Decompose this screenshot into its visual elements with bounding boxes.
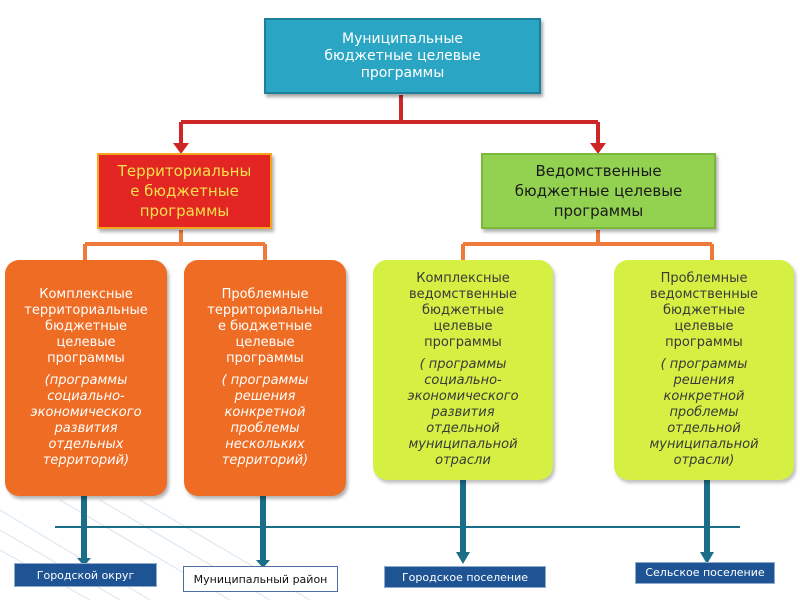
- box3-desc-line: отрасли: [435, 453, 491, 468]
- municipal-line-2: бюджетные целевые: [324, 47, 481, 64]
- box4-description: ( программы решения конкретной проблемы …: [649, 357, 758, 469]
- complex-departmental-box: Комплексные ведомственные бюджетные целе…: [373, 260, 553, 480]
- arrowhead-left: [173, 143, 189, 154]
- level-label-rural-settlement: Сельское поселение: [635, 562, 775, 584]
- box1-desc-line: развития: [54, 421, 118, 436]
- box2-desc-line: нескольких: [225, 437, 305, 452]
- box1-title-line: территориальные: [24, 303, 148, 318]
- box1-title-line: Комплексные: [39, 287, 133, 302]
- box3-desc-line: отдельной: [426, 421, 500, 436]
- municipal-line-3: программы: [360, 64, 445, 81]
- territorial-line-3: программы: [139, 202, 230, 220]
- box3-desc-line: экономического: [407, 389, 519, 404]
- box3-desc-line: социально-: [424, 373, 502, 388]
- box2-desc-line: решения: [234, 389, 296, 404]
- box1-desc-line: (программы: [44, 373, 128, 388]
- box3-title-line: бюджетные: [422, 303, 504, 318]
- box3-desc-line: развития: [431, 405, 495, 420]
- box1-desc-line: отдельных: [48, 437, 124, 452]
- departmental-programs-box: Ведомственные бюджетные целевые программ…: [481, 153, 716, 229]
- territorial-bracket: [83, 230, 267, 260]
- box1-desc-line: социально-: [47, 389, 125, 404]
- box4-desc-line: решения: [673, 373, 735, 388]
- box4-desc-line: муниципальной: [649, 437, 759, 452]
- box3-title-line: Комплексные: [416, 271, 510, 286]
- box2-title-line: программы: [226, 351, 304, 366]
- box1-title-line: программы: [47, 351, 125, 366]
- municipal-programs-box: Муниципальные бюджетные целевые программ…: [264, 18, 541, 94]
- box3-title-line: ведомственные: [408, 287, 518, 302]
- box2-title-line: территориальны: [207, 303, 323, 318]
- box4-title-line: целевые: [674, 319, 734, 334]
- box3-desc-line: ( программы: [419, 357, 507, 372]
- box2-title-line: целевые: [235, 335, 295, 350]
- arrowhead-level-3: [456, 552, 470, 564]
- problem-departmental-box: Проблемные ведомственные бюджетные целев…: [614, 260, 794, 480]
- level-label-municipal-area: Муниципальный район: [183, 566, 338, 592]
- box3-title-line: целевые: [433, 319, 493, 334]
- departmental-line-1: Ведомственные: [535, 162, 662, 180]
- arrowhead-right: [590, 143, 606, 154]
- bottom-connectors: [55, 480, 740, 560]
- box4-title-line: бюджетные: [663, 303, 745, 318]
- territorial-programs-box: Территориальны е бюджетные программы: [97, 153, 272, 229]
- box4-desc-line: проблемы: [669, 405, 739, 420]
- box2-title-line: Проблемные: [221, 287, 309, 302]
- box4-title-line: ведомственные: [649, 287, 759, 302]
- box2-title-line: е бюджетные: [217, 319, 313, 334]
- box1-desc-line: территорий): [42, 453, 130, 468]
- box3-desc-line: муниципальной: [408, 437, 518, 452]
- box1-description: (программы социально- экономического раз…: [30, 373, 141, 469]
- box1-desc-line: экономического: [30, 405, 142, 420]
- territorial-line-1: Территориальны: [117, 162, 252, 180]
- box4-desc-line: отрасли): [673, 453, 735, 468]
- level-label-city-district: Городской округ: [14, 563, 157, 587]
- municipal-line-1: Муниципальные: [342, 30, 463, 47]
- box4-desc-line: ( программы: [660, 357, 748, 372]
- arrowhead-level-4: [700, 552, 714, 564]
- box2-description: ( программы решения конкретной проблемы …: [222, 373, 309, 469]
- complex-territorial-box: Комплексные территориальные бюджетные це…: [5, 260, 167, 496]
- box2-desc-line: территорий): [221, 453, 309, 468]
- box2-desc-line: ( программы: [221, 373, 309, 388]
- box4-desc-line: конкретной: [663, 389, 745, 404]
- box4-desc-line: отдельной: [667, 421, 741, 436]
- box2-desc-line: проблемы: [230, 421, 300, 436]
- problem-territorial-box: Проблемные территориальны е бюджетные це…: [184, 260, 346, 496]
- box1-title-line: бюджетные: [45, 319, 127, 334]
- territorial-line-2: е бюджетные: [130, 182, 239, 200]
- box3-description: ( программы социально- экономического ра…: [407, 357, 518, 469]
- box4-title-line: Проблемные: [660, 271, 748, 286]
- arrowhead-level-2: [256, 560, 270, 568]
- arrowhead-level-1: [77, 558, 91, 566]
- box3-title-line: программы: [424, 335, 502, 350]
- departmental-bracket: [461, 230, 714, 260]
- box1-title-line: целевые: [56, 335, 116, 350]
- level-label-urban-settlement: Городское поселение: [384, 566, 546, 588]
- departmental-line-2: бюджетные целевые: [514, 182, 683, 200]
- box4-title-line: программы: [665, 335, 743, 350]
- departmental-line-3: программы: [553, 202, 644, 220]
- box2-desc-line: конкретной: [224, 405, 306, 420]
- top-connector: [179, 95, 600, 144]
